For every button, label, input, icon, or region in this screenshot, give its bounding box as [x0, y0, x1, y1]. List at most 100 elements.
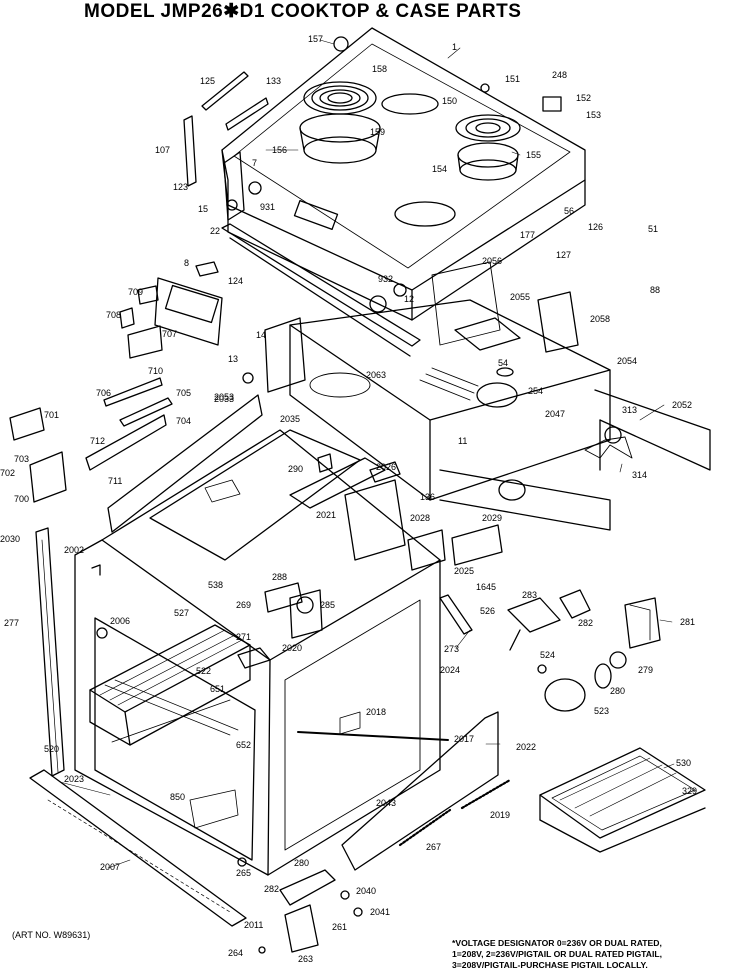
- part-label: 123: [173, 182, 188, 192]
- part-label: 11: [458, 436, 467, 446]
- part-label: 290: [288, 464, 303, 474]
- part-label: 2029: [482, 513, 502, 523]
- part-label: 125: [200, 76, 215, 86]
- part-label: 2043: [376, 798, 396, 808]
- part-label: 285: [320, 600, 335, 610]
- part-label: 248: [552, 70, 567, 80]
- part-label: 264: [228, 948, 243, 958]
- oven-case-icon: [74, 429, 449, 876]
- part-label: 329: [682, 786, 697, 796]
- part-label: 51: [648, 224, 658, 234]
- part-label: 932: [378, 274, 393, 284]
- art-number: (ART NO. W89631): [12, 930, 91, 940]
- part-label: 158: [372, 64, 387, 74]
- part-label: 527: [174, 608, 189, 618]
- voltage-note-line: 3=208V/PIGTAIL-PURCHASE PIGTAIL LOCALLY.: [452, 960, 648, 970]
- part-label: 523: [594, 706, 609, 716]
- part-label: 704: [176, 416, 191, 426]
- part-label: 701: [44, 410, 59, 420]
- coil-surface-unit-icon: [299, 81, 381, 164]
- part-label: 282: [264, 884, 279, 894]
- part-label: 710: [148, 366, 163, 376]
- part-label: 153: [586, 110, 601, 120]
- oven-case-icon: [242, 261, 711, 531]
- part-label: 709: [128, 287, 143, 297]
- part-label: 265: [236, 868, 251, 878]
- part-label: 263: [298, 954, 313, 964]
- part-label: 261: [332, 922, 347, 932]
- part-label: 712: [90, 436, 105, 446]
- part-label: 313: [622, 405, 637, 415]
- part-label: 2011: [244, 920, 263, 930]
- part-label: 522: [196, 666, 211, 676]
- part-label: 2028: [410, 513, 430, 523]
- part-label: 2024: [440, 665, 460, 675]
- part-label: 703: [14, 454, 29, 464]
- part-label: 267: [426, 842, 441, 852]
- part-label: 157: [308, 34, 323, 44]
- part-label: 22: [210, 226, 220, 236]
- part-label: 2053: [214, 392, 234, 402]
- part-label: 56: [564, 206, 574, 216]
- part-label: 2025: [454, 566, 474, 576]
- rack-icon: [89, 624, 251, 829]
- part-label: 14: [256, 330, 266, 340]
- part-label: 2035: [280, 414, 300, 424]
- part-label: 2020: [282, 643, 302, 653]
- part-label: 280: [610, 686, 625, 696]
- part-label: 126: [588, 222, 603, 232]
- part-label: 526: [480, 606, 495, 616]
- part-label: 279: [638, 665, 653, 675]
- part-label: 314: [632, 470, 647, 480]
- page-title: MODEL JMP26✱D1 COOKTOP & CASE PARTS: [84, 1, 522, 22]
- part-label: 155: [526, 150, 541, 160]
- part-label: 2058: [590, 314, 610, 324]
- part-label: 711: [108, 476, 122, 486]
- part-label: 530: [676, 758, 691, 768]
- voltage-note-line: 1=208V, 2=236V/PIGTAIL OR DUAL RATED PIG…: [452, 949, 662, 959]
- part-label: 705: [176, 388, 191, 398]
- part-label: 2063: [366, 370, 386, 380]
- part-label: 271: [236, 632, 251, 642]
- part-label: 2033: [214, 394, 234, 404]
- cooktop-frame-icon: [221, 27, 586, 321]
- part-label: 151: [505, 74, 520, 84]
- part-label: 2052: [672, 400, 692, 410]
- part-label: 707: [162, 329, 177, 339]
- part-label: 2022: [516, 742, 536, 752]
- broiler-pan-icon: [539, 747, 706, 853]
- part-label: 277: [4, 618, 19, 628]
- part-label: 2006: [110, 616, 130, 626]
- part-label: 150: [442, 96, 457, 106]
- voltage-note: *VOLTAGE DESIGNATOR 0=236V OR DUAL RATED…: [452, 938, 662, 971]
- part-label: 8: [184, 258, 189, 268]
- part-label: 2040: [356, 886, 376, 896]
- part-label: 13: [228, 354, 238, 364]
- part-label: 15: [198, 204, 208, 214]
- part-label: 702: [0, 468, 15, 478]
- coil-surface-unit-icon: [455, 114, 521, 181]
- part-label: 2017: [454, 734, 474, 744]
- part-label: 2030: [0, 534, 20, 544]
- part-label: 159: [370, 127, 385, 137]
- part-label: 280: [294, 858, 309, 868]
- voltage-note-line: *VOLTAGE DESIGNATOR 0=236V OR DUAL RATED…: [452, 938, 662, 948]
- part-label: 283: [522, 590, 537, 600]
- part-label: 107: [155, 145, 170, 155]
- part-label: 2023: [64, 774, 84, 784]
- part-label: 2026: [376, 462, 396, 472]
- part-label: 2056: [482, 256, 502, 266]
- part-label: 931: [260, 202, 275, 212]
- part-label: 700: [14, 494, 29, 504]
- part-label: 2021: [316, 510, 336, 520]
- part-label: 706: [96, 388, 111, 398]
- part-label: 7: [252, 158, 257, 168]
- part-label: 254: [528, 386, 543, 396]
- part-label: 12: [404, 294, 414, 304]
- part-label: 2002: [64, 545, 84, 555]
- part-label: 652: [236, 740, 251, 750]
- part-label: 2055: [510, 292, 530, 302]
- part-label: 127: [556, 250, 571, 260]
- part-label: 850: [170, 792, 185, 802]
